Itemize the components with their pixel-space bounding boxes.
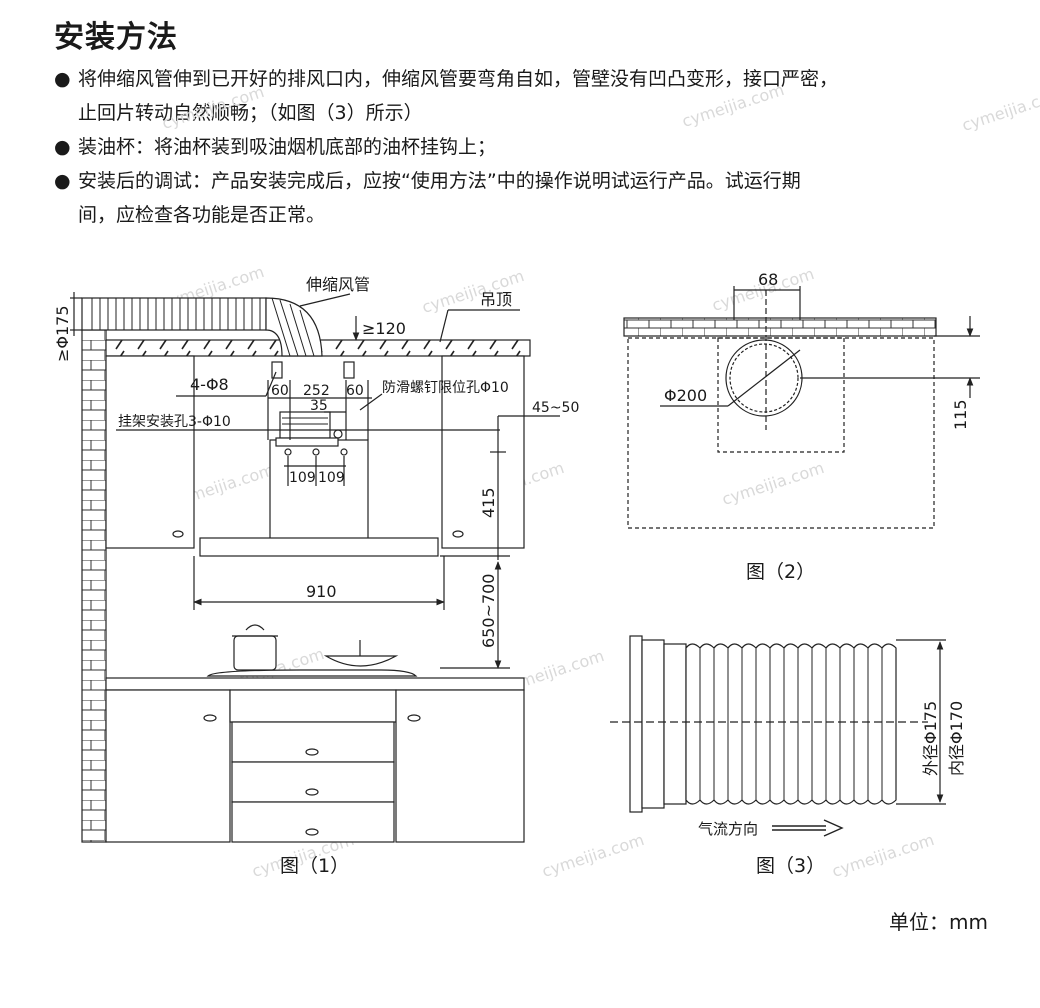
- base-cabinet-right: [395, 689, 525, 843]
- dim-45-50-label: 45~50: [532, 400, 579, 416]
- bullet-dot-icon: ●: [54, 136, 71, 158]
- instruction-line: 装油杯：将油杯装到吸油烟机底部的油杯挂钩上；: [78, 136, 497, 158]
- instruction-line: 止回片转动自然顺畅；（如图（3）所示）: [78, 102, 423, 124]
- figure-2-caption: 图（2）: [746, 561, 815, 583]
- ceiling-brick: [623, 317, 937, 337]
- bullet-dot-icon: ●: [54, 170, 71, 192]
- cooking-pot: [233, 635, 277, 671]
- cabinet-knob: [452, 530, 464, 538]
- dim-109-label: 109: [289, 470, 316, 486]
- base-drawer: [229, 689, 397, 723]
- mount-hole: [343, 361, 355, 379]
- instruction-item: ● 将伸缩风管伸到已开好的排风口内，伸缩风管要弯角自如，管壁没有凹凸变形，接口严…: [54, 62, 1014, 130]
- unit-label: 单位：mm: [889, 910, 988, 934]
- figure-2: [623, 286, 980, 529]
- dim-35-label: 35: [310, 398, 328, 414]
- dim-115-label: 115: [951, 399, 970, 430]
- dim-910-label: 910: [306, 582, 337, 601]
- dim-68-label: 68: [758, 270, 778, 289]
- figure-3-caption: 图（3）: [756, 855, 825, 877]
- dim-415-label: 415: [479, 487, 498, 518]
- instruction-item: ● 安装后的调试：产品安装完成后，应按“使用方法”中的操作说明试运行产品。试运行…: [54, 164, 1014, 232]
- flexible-duct: [81, 297, 267, 331]
- figure-1: [70, 292, 560, 843]
- instruction-list: ● 将伸缩风管伸到已开好的排风口内，伸缩风管要弯角自如，管壁没有凹凸变形，接口严…: [54, 62, 1014, 232]
- holes-label: 4-Φ8: [190, 375, 229, 394]
- base-cabinet-left: [105, 689, 231, 843]
- duct-flange: [629, 635, 643, 813]
- base-drawer: [231, 721, 395, 763]
- dim-60-label: 60: [271, 383, 289, 399]
- duct-label: 伸缩风管: [306, 275, 370, 294]
- base-drawer: [231, 801, 395, 843]
- wall-cabinet-left: [105, 355, 195, 549]
- hanger-hole-label: 挂架安装孔3-Φ10: [118, 414, 231, 430]
- base-drawer: [231, 761, 395, 803]
- hood-outline: [627, 337, 935, 529]
- hood-chimney: [269, 439, 369, 541]
- figure-3: [610, 635, 946, 837]
- dim-60-label: 60: [346, 383, 364, 399]
- duct-elbow: [265, 297, 323, 357]
- airflow-arrow-icon: [772, 819, 844, 837]
- flexible-duct-bellows: [685, 643, 897, 805]
- instruction-line: 安装后的调试：产品安装完成后，应按“使用方法”中的操作说明试运行产品。试运行期: [78, 170, 801, 192]
- wall-cabinet-right: [441, 355, 525, 549]
- duct-corrugation: [91, 298, 261, 330]
- outer-diameter-label: 外径Φ175: [921, 701, 940, 776]
- brick-wall: [81, 329, 107, 843]
- dim-200-label: Φ200: [664, 386, 707, 405]
- hood-canopy: [199, 537, 439, 557]
- bullet-dot-icon: ●: [54, 68, 71, 90]
- cabinet-knob: [172, 530, 184, 538]
- dim-650-700-label: 650~700: [479, 574, 498, 648]
- dim-252-label: 252: [303, 383, 330, 399]
- dim-120-label: ≥120: [362, 319, 406, 338]
- ceiling-label: 吊顶: [480, 290, 512, 309]
- chimney-outline: [717, 337, 845, 453]
- countertop: [105, 677, 525, 691]
- dim-109-label: 109: [318, 470, 345, 486]
- inner-diameter-label: 内径Φ170: [947, 701, 966, 776]
- dim-175-label: ≥Φ175: [53, 305, 72, 362]
- cooktop: [206, 669, 418, 677]
- airflow-label: 气流方向: [698, 820, 758, 838]
- wok: [323, 655, 399, 667]
- antislip-hole-label: 防滑螺钉限位孔Φ10: [382, 379, 509, 396]
- mount-hole: [271, 361, 283, 379]
- hood-bracket: [279, 411, 331, 439]
- instruction-item: ● 装油杯：将油杯装到吸油烟机底部的油杯挂钩上；: [54, 130, 1014, 164]
- figure-1-caption: 图（1）: [280, 855, 349, 877]
- instruction-line: 将伸缩风管伸到已开好的排风口内，伸缩风管要弯角自如，管壁没有凹凸变形，接口严密，: [78, 68, 839, 90]
- section-title: 安装方法: [54, 20, 178, 55]
- instruction-line: 间，应检查各功能是否正常。: [78, 204, 326, 226]
